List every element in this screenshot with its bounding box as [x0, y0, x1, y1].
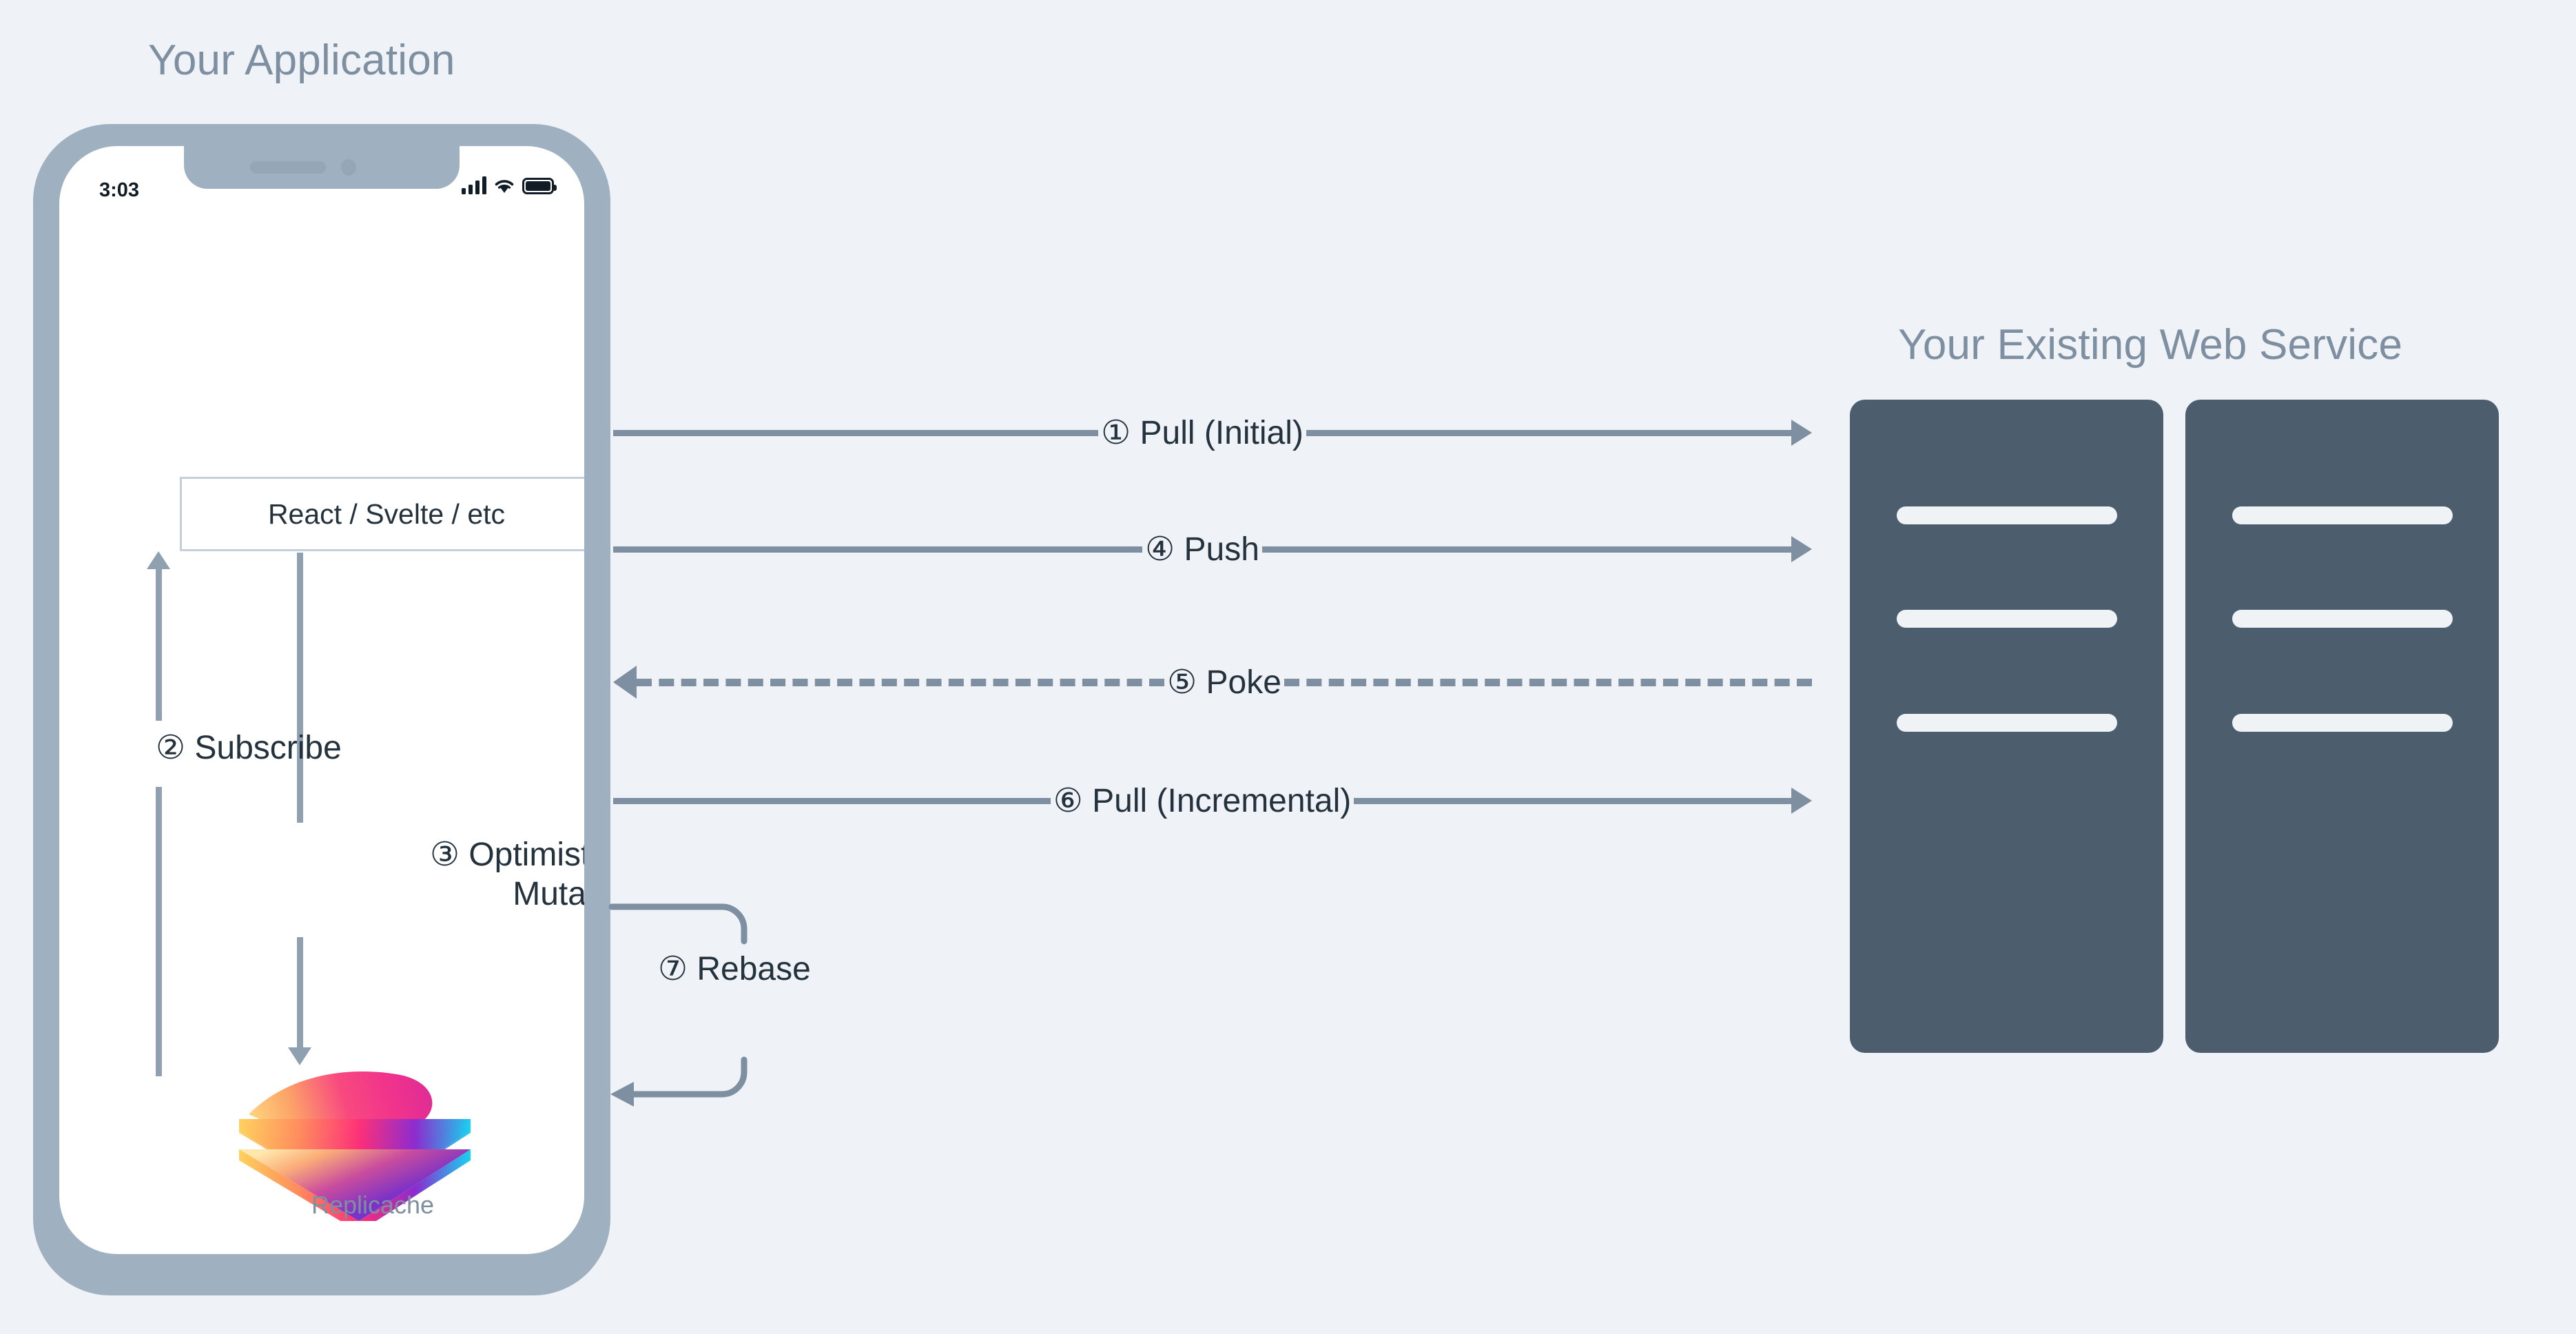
subscribe-arrow-line-lower	[156, 787, 162, 1076]
flow-number: ⑤	[1167, 663, 1197, 701]
flow-line-right	[1261, 546, 1791, 553]
replicache-caption: Replicache	[311, 1191, 435, 1219]
flow-pull-incremental: ⑥ Pull (Incremental)	[613, 770, 1812, 832]
subscribe-arrow-line-upper	[156, 568, 162, 721]
step-mutate-text-line1: Optimistic	[468, 837, 584, 873]
flow-text: Rebase	[697, 951, 811, 987]
flow-line-left	[613, 546, 1143, 553]
replicache-logo: Replicache	[235, 1056, 531, 1254]
server-rack-bar	[2232, 714, 2453, 732]
status-bar-time: 3:03	[99, 179, 140, 201]
flow-number: ④	[1145, 530, 1175, 568]
flow-push-label: ④ Push	[1142, 530, 1262, 568]
subscribe-arrowhead-icon	[147, 551, 170, 569]
flow-number: ⑦	[658, 950, 688, 988]
server-rack-bar	[2232, 506, 2453, 524]
server-rack-bar	[2232, 610, 2453, 628]
flow-number: ⑥	[1053, 781, 1083, 820]
rebase-loop-arrow	[608, 903, 748, 1107]
arrowhead-right-icon	[1791, 788, 1812, 814]
server-rack-1	[1850, 400, 2163, 1053]
battery-icon	[522, 178, 557, 194]
server-rack-2	[2185, 400, 2499, 1053]
flow-rebase-label: ⑦ Rebase	[658, 950, 811, 988]
flow-number: ①	[1101, 413, 1131, 452]
flow-line-right	[1306, 429, 1791, 436]
step-subscribe-label: ② Subscribe	[156, 728, 342, 768]
flow-text: Push	[1184, 531, 1259, 568]
front-camera-icon	[341, 159, 356, 176]
phone-notch	[184, 146, 460, 189]
flow-text: Pull (Incremental)	[1092, 783, 1352, 819]
flow-pull-initial-label: ① Pull (Initial)	[1098, 413, 1306, 452]
arrowhead-right-icon	[1791, 420, 1812, 446]
mutate-arrowhead-icon	[288, 1047, 311, 1065]
flow-pull-incremental-label: ⑥ Pull (Incremental)	[1051, 781, 1354, 820]
flow-line-left-dashed	[637, 678, 1165, 686]
flow-line-right	[1354, 797, 1791, 804]
flow-poke: ⑤ Poke	[613, 651, 1812, 713]
arrowhead-right-icon	[1791, 536, 1812, 562]
arrowhead-left-icon	[613, 666, 637, 699]
flow-text: Pull (Initial)	[1140, 415, 1304, 451]
flow-text: Poke	[1206, 664, 1281, 701]
wifi-icon	[493, 176, 515, 194]
speaker-slot-icon	[250, 161, 326, 174]
step-mutate-text-line2: Mutate	[513, 875, 584, 912]
server-rack-bar	[1897, 506, 2117, 524]
application-section-title: Your Application	[148, 37, 455, 84]
server-rack-bar	[1897, 714, 2117, 732]
step-mutate-label: ③ Optimistic Mutate	[324, 835, 584, 914]
flow-push: ④ Push	[613, 518, 1812, 580]
phone-screen: 3:03 React / Svelte / etc	[59, 146, 584, 1254]
framework-box: React / Svelte / etc	[180, 477, 584, 551]
step-mutate-number: ③	[429, 835, 460, 874]
phone-mockup: 3:03 React / Svelte / etc	[33, 124, 610, 1295]
status-bar-indicators	[462, 176, 557, 194]
flow-pull-initial: ① Pull (Initial)	[613, 402, 1812, 464]
mutate-arrow-line-lower	[297, 937, 303, 1049]
cellular-signal-icon	[462, 176, 486, 194]
step-subscribe-text: Subscribe	[194, 730, 342, 766]
server-rack-bar	[1897, 610, 2117, 628]
flow-line-left	[613, 797, 1051, 804]
mutate-arrow-line-upper	[297, 553, 303, 823]
web-service-section-title: Your Existing Web Service	[1898, 321, 2403, 369]
flow-line-left	[613, 429, 1099, 436]
flow-poke-label: ⑤ Poke	[1164, 663, 1284, 701]
framework-box-label: React / Svelte / etc	[267, 497, 506, 530]
flow-line-right-dashed	[1284, 678, 1812, 686]
step-subscribe-number: ②	[156, 728, 186, 767]
